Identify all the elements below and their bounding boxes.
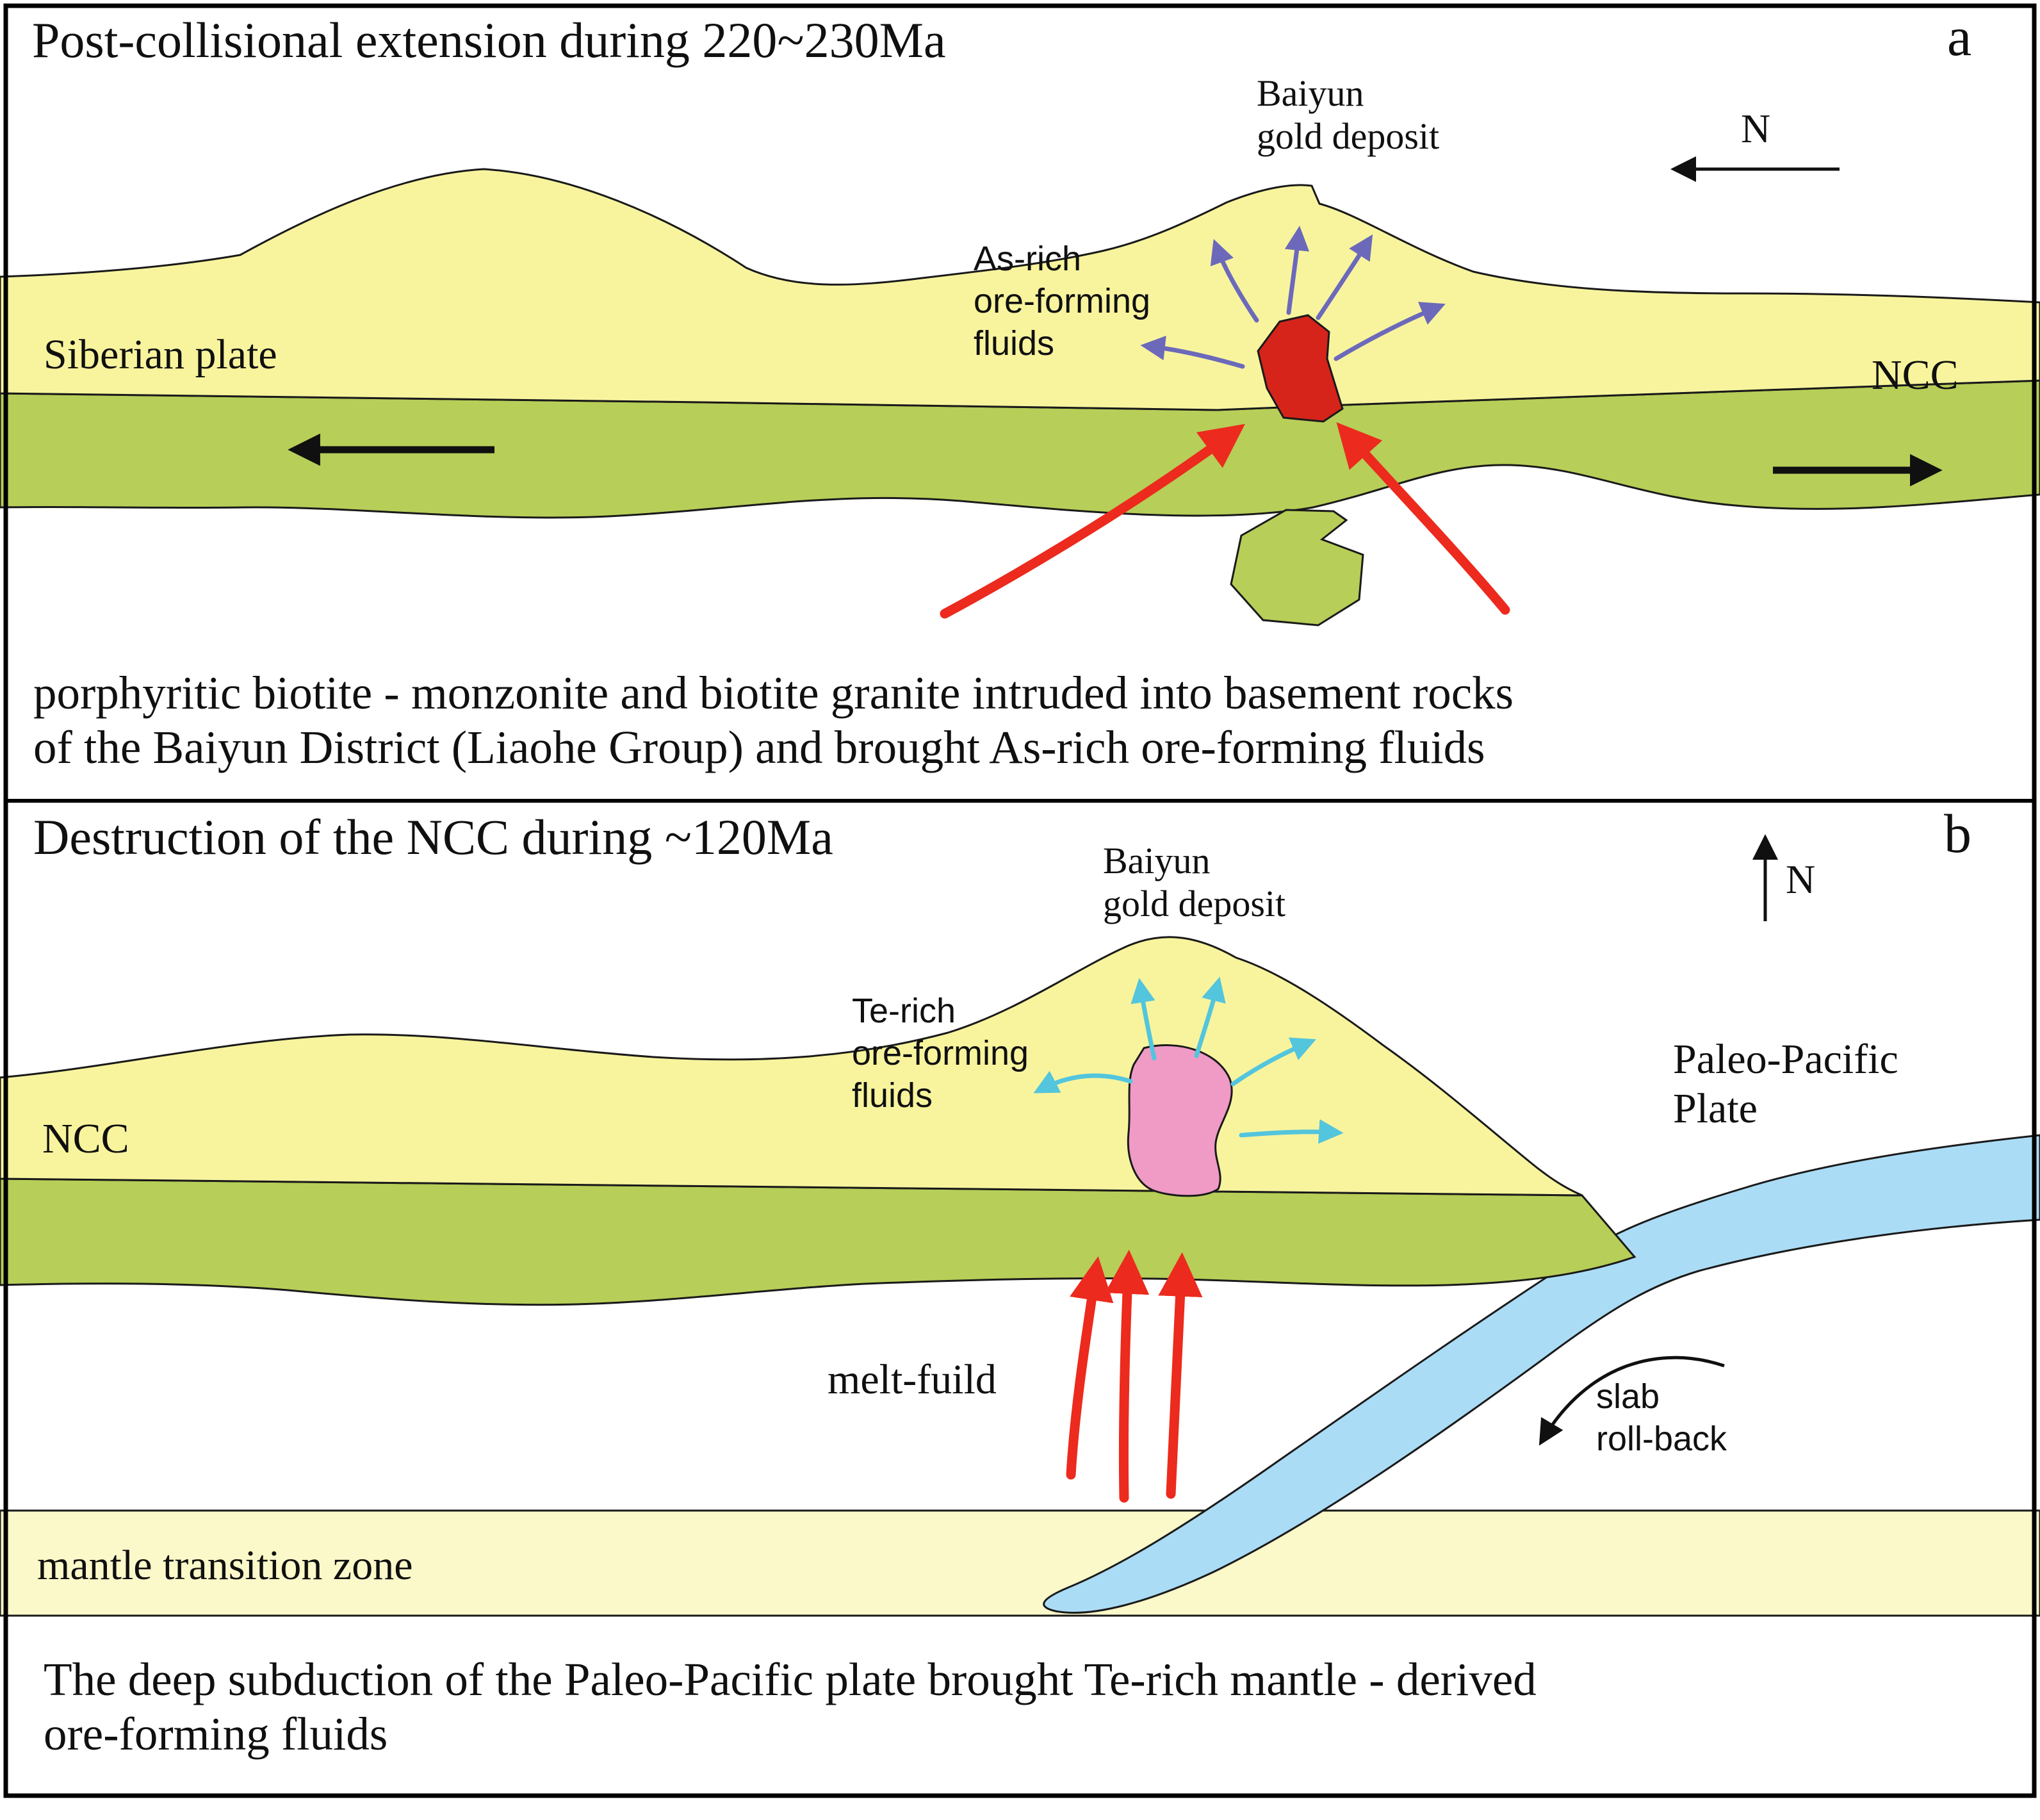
panel-b-deposit-label: Baiyun gold deposit xyxy=(1103,840,1286,925)
panel-b-fluids-label: Te-rich ore-forming fluids xyxy=(852,992,1029,1115)
mantle-upwelling-arrows-a xyxy=(940,422,1510,619)
slab-rollback-arrow xyxy=(1538,1356,1725,1446)
siberian-plate-label: Siberian plate xyxy=(44,331,277,378)
pink-intrusion xyxy=(1127,1044,1233,1197)
panel-a-fluids-label: As-rich ore-forming fluids xyxy=(974,240,1151,363)
panel-a-corner-label: a xyxy=(1947,6,1972,67)
mantle-transition-zone-band xyxy=(0,1509,2040,1617)
panel-a-art xyxy=(0,156,2040,627)
ncc-label-b: NCC xyxy=(42,1115,129,1162)
panel-a-north-label: N xyxy=(1741,106,1771,151)
te-fluid-arrows xyxy=(1033,976,1344,1144)
delaminated-block xyxy=(1230,509,1364,627)
slab-rollback-label: slab roll-back xyxy=(1596,1377,1727,1458)
panel-a-deposit-label: Baiyun gold deposit xyxy=(1257,72,1440,158)
crust-b xyxy=(0,936,1583,1197)
paleo-pacific-slab xyxy=(1043,1134,2040,1614)
crust-a xyxy=(0,168,2040,411)
panel-b-corner-label: b xyxy=(1944,803,1971,864)
figure-frame xyxy=(3,3,2037,1798)
panel-b-north-label: N xyxy=(1786,857,1816,902)
panel-a-title: Post-collisional extension during 220~23… xyxy=(32,12,946,68)
panel-b-title: Destruction of the NCC during ~120Ma xyxy=(33,809,833,865)
panel-b-caption: The deep subduction of the Paleo-Pacific… xyxy=(44,1653,1537,1760)
melt-fluid-label: melt-fuild xyxy=(828,1356,997,1403)
as-fluid-arrows xyxy=(1140,225,1446,369)
lithosphere-b xyxy=(0,1177,1636,1306)
melt-fluid-arrows xyxy=(1066,1249,1203,1503)
paleo-pacific-plate-label: Paleo-Pacific Plate xyxy=(1673,1036,1898,1132)
mantle-transition-zone-label: mantle transition zone xyxy=(37,1542,413,1589)
panel-a-caption: porphyritic biotite - monzonite and biot… xyxy=(33,667,1514,773)
ncc-label-a: NCC xyxy=(1872,352,1959,398)
extension-arrows xyxy=(288,433,1943,487)
red-intrusion xyxy=(1257,314,1344,423)
panel-b-art xyxy=(0,834,2040,1617)
